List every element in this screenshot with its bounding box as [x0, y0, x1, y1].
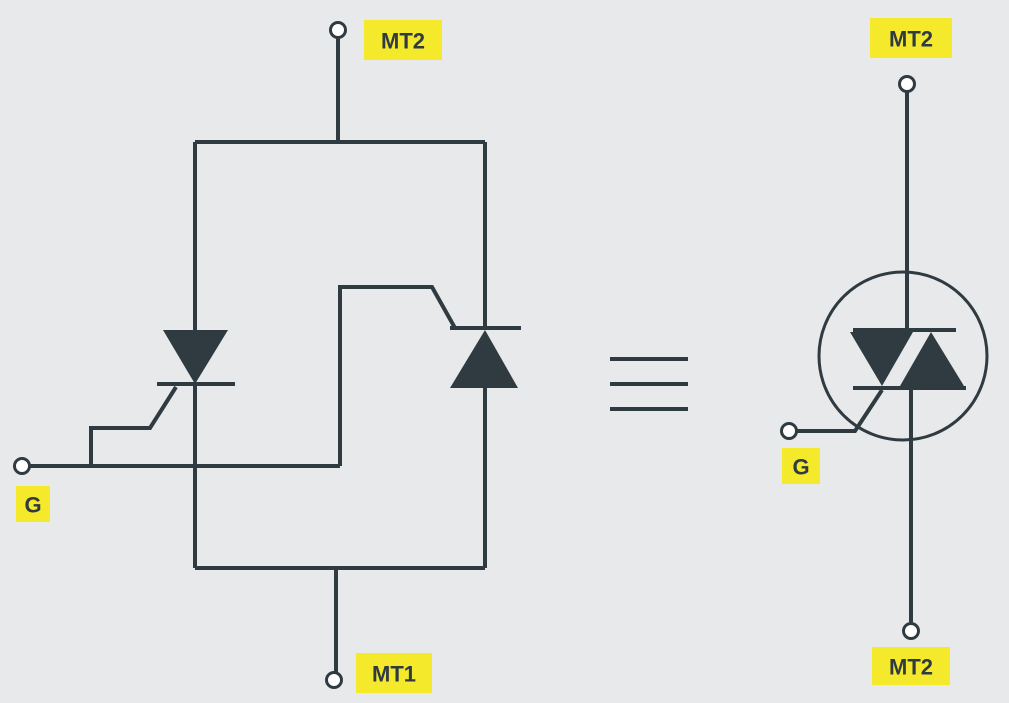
left-mt2-label-text: MT2: [381, 29, 425, 54]
left-mt1-label-text: MT1: [372, 662, 416, 687]
gate-terminal: [13, 457, 31, 475]
right-mt2-bottom-label-text: MT2: [889, 655, 933, 680]
gate-to-left-scr-wire: [89, 385, 178, 466]
triac-down-triangle: [850, 332, 913, 386]
triac-mt2-bottom-terminal: [902, 622, 920, 640]
equivalence-sign: [610, 357, 688, 411]
right-mt2-bottom-label: MT2: [872, 647, 950, 685]
gate-to-right-scr-wire: [338, 285, 457, 466]
triac-symbol: MT2 MT2 G: [780, 18, 989, 685]
left-gate-label-text: G: [24, 493, 41, 518]
right-gate-label-text: G: [792, 455, 809, 480]
triac-envelope-circle: [817, 270, 989, 442]
antiparallel-scr-circuit: MT2 MT1 G: [13, 20, 521, 693]
right-gate-label: G: [782, 448, 820, 484]
scr-down-triangle: [163, 330, 228, 384]
left-mt2-label: MT2: [364, 20, 442, 60]
right-mt2-top-label: MT2: [870, 18, 952, 58]
left-gate-label: G: [16, 486, 50, 522]
mt1-terminal: [325, 671, 343, 689]
left-mt1-label: MT1: [356, 653, 432, 693]
triac-gate-wire: [797, 388, 884, 433]
triac-gate-terminal: [780, 422, 798, 440]
right-mt2-top-label-text: MT2: [889, 27, 933, 52]
scr-up-triangle: [450, 330, 518, 388]
mt2-terminal: [329, 21, 347, 39]
triac-up-triangle: [900, 332, 964, 386]
triac-mt2-top-terminal: [898, 75, 916, 93]
